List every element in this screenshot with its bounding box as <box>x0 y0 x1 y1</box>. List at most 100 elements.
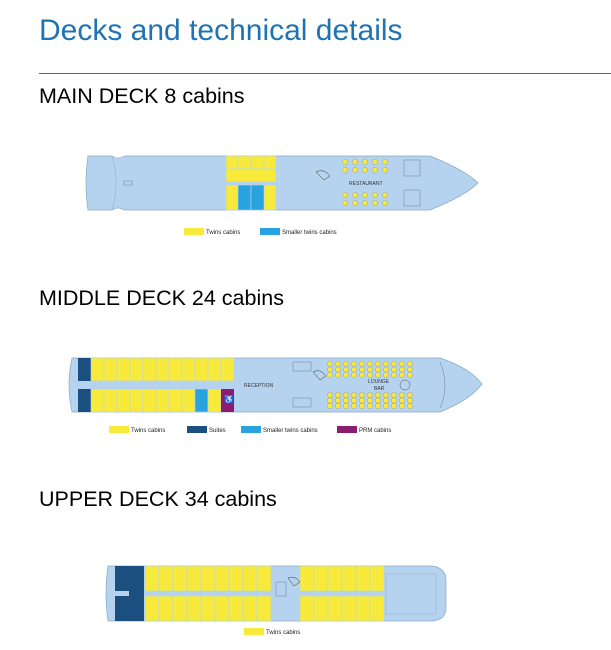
main-deck-restaurant-tables <box>342 159 388 206</box>
twins-cabin <box>256 565 272 592</box>
legend-swatch-smaller-twins <box>260 228 280 235</box>
table <box>399 361 405 367</box>
twins-cabin <box>194 357 209 382</box>
table <box>335 403 341 409</box>
table <box>375 372 381 378</box>
table <box>399 403 405 409</box>
table <box>372 167 378 173</box>
table <box>399 366 405 373</box>
cabin <box>194 388 209 413</box>
table <box>352 159 358 165</box>
twins-cabin <box>207 357 222 382</box>
table <box>383 403 389 409</box>
legend-label-smaller-twins: Smaller twins cabins <box>282 230 337 236</box>
table <box>383 397 389 404</box>
upper-deck-plan: Twins cabins <box>105 565 447 636</box>
table <box>372 192 378 198</box>
middle-reception-label: RECEPTION <box>244 383 274 389</box>
table <box>351 397 357 404</box>
table <box>372 200 378 206</box>
table <box>359 361 365 367</box>
table <box>327 397 333 404</box>
twins-cabin <box>242 565 258 592</box>
table <box>391 397 397 404</box>
table <box>362 159 368 165</box>
twins-cabin <box>200 565 216 592</box>
table <box>375 366 381 373</box>
table <box>362 167 368 173</box>
main-deck-hull <box>85 155 479 211</box>
twins-cabin <box>242 595 258 622</box>
cabin <box>155 388 170 413</box>
table <box>383 366 389 373</box>
table <box>359 372 365 378</box>
middle-lounge-label: LOUNGE <box>368 379 390 385</box>
twins-cabin <box>103 357 118 382</box>
twins-cabin <box>228 565 244 592</box>
cabin <box>181 388 196 413</box>
legend-label-suites: Suites <box>209 428 226 434</box>
twins-cabin <box>144 595 160 622</box>
table <box>391 366 397 373</box>
table <box>399 397 405 404</box>
twins-cabin <box>142 357 157 382</box>
middle-deck-heading: MIDDLE DECK 24 cabins <box>39 286 284 310</box>
middle-suite <box>78 358 91 381</box>
table <box>327 366 333 373</box>
table <box>327 361 333 367</box>
table <box>327 392 333 398</box>
table <box>342 200 348 206</box>
table <box>327 372 333 378</box>
main-deck-plan: RESTAURANT Twins cabins Smaller twins ca… <box>85 155 479 236</box>
upper-suite <box>115 566 129 591</box>
table <box>335 392 341 398</box>
table <box>335 366 341 373</box>
table <box>351 392 357 398</box>
main-deck-smaller-twins-cabins <box>237 184 265 211</box>
table <box>407 397 413 404</box>
table <box>391 403 397 409</box>
cabin <box>116 388 131 413</box>
twins-cabin <box>228 595 244 622</box>
middle-prm-cabin <box>221 389 234 412</box>
middle-deck-plan: ♿ RECEPTION LOUNGE BAR Twins cabins Suit… <box>68 357 483 434</box>
legend-label-twins: Twins cabins <box>266 630 300 636</box>
table <box>343 372 349 378</box>
title-divider <box>39 73 611 74</box>
table <box>375 392 381 398</box>
twins-cabin <box>341 595 357 622</box>
table <box>407 361 413 367</box>
twins-cabin <box>355 595 371 622</box>
twins-cabin <box>116 357 131 382</box>
table <box>367 397 373 404</box>
table <box>375 397 381 404</box>
table <box>382 167 388 173</box>
twins-cabin <box>181 357 196 382</box>
legend-label-prm: PRM cabins <box>359 428 391 434</box>
table <box>359 392 365 398</box>
twins-cabin <box>220 357 235 382</box>
table <box>367 392 373 398</box>
table <box>407 366 413 373</box>
middle-deck-cabins <box>90 357 235 413</box>
twins-cabin <box>186 595 202 622</box>
table <box>367 366 373 373</box>
twins-cabin <box>186 565 202 592</box>
table <box>335 397 341 404</box>
twins-cabin <box>355 565 371 592</box>
legend-swatch-twins <box>184 228 204 235</box>
main-deck-legend: Twins cabins Smaller twins cabins <box>184 228 337 236</box>
twins-cabin <box>327 565 343 592</box>
twins-cabin <box>214 565 230 592</box>
table <box>367 361 373 367</box>
table <box>352 200 358 206</box>
page-title: Decks and technical details <box>39 14 403 47</box>
twins-cabin <box>158 565 174 592</box>
twins-cabin <box>214 595 230 622</box>
upper-suite <box>115 596 129 621</box>
cabin <box>90 388 105 413</box>
table <box>343 403 349 409</box>
cabin <box>129 388 144 413</box>
table <box>362 200 368 206</box>
legend-label-twins: Twins cabins <box>206 230 240 236</box>
